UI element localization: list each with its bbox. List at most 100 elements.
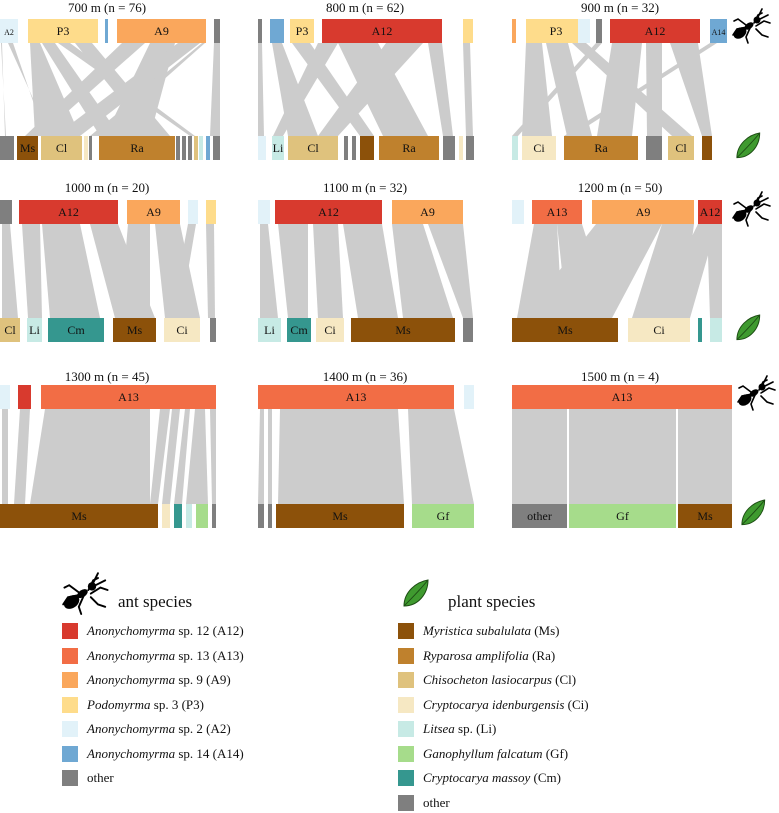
panel-title: 1500 m (n = 4) [581, 369, 659, 384]
leaf-icon [741, 499, 766, 526]
plant-node-bar [176, 136, 180, 160]
plant-node-bar [199, 136, 203, 160]
ant-node-bar [258, 200, 270, 224]
plant-node-bar [463, 318, 473, 342]
ant-node-label: P3 [296, 24, 309, 38]
ant-node-label: A9 [420, 205, 435, 219]
plant-node-bar [0, 136, 14, 160]
plant-node-bar [276, 504, 404, 528]
interaction-link [186, 409, 208, 504]
ant-node-bar [188, 200, 198, 224]
panel-title: 1100 m (n = 32) [323, 180, 407, 195]
plant-node-bar [379, 136, 439, 160]
ant-node-bar [596, 19, 602, 43]
plant-node-bar [196, 504, 208, 528]
ant-node-bar [290, 19, 314, 43]
plant-node-bar [258, 136, 266, 160]
plant-node-bar [213, 136, 220, 160]
plant-node-bar [188, 136, 192, 160]
plant-node-label: Ms [71, 509, 87, 523]
plant-node-label: Li [264, 323, 275, 337]
interaction-link [2, 409, 8, 504]
ant-node-bar [463, 19, 473, 43]
interaction-link [25, 43, 145, 136]
ant-node-bar [19, 200, 118, 224]
plant-node-label: Ci [533, 141, 545, 155]
ant-node-label: A9 [636, 205, 651, 219]
plant-node-bar [0, 318, 20, 342]
interaction-link [272, 43, 318, 136]
plant-node-bar [628, 318, 690, 342]
plant-node-bar [351, 318, 455, 342]
ant-node-bar [258, 19, 262, 43]
plant-node-bar [412, 504, 474, 528]
ant-node-bar [464, 385, 474, 409]
ant-node-bar [578, 19, 590, 43]
ant-node-bar [0, 19, 18, 43]
interaction-link [522, 43, 552, 136]
ant-node-label: A13 [118, 390, 139, 404]
interaction-link [428, 43, 453, 136]
ant-node-bar [512, 19, 516, 43]
plant-node-label: Cl [56, 141, 68, 155]
plant-node-bar [569, 504, 676, 528]
interaction-link [463, 43, 473, 136]
interaction-link [707, 224, 722, 318]
panel-title: 1300 m (n = 45) [65, 369, 150, 384]
plant-node-bar [212, 504, 216, 528]
interaction-link [22, 224, 42, 318]
ant-node-bar [270, 19, 284, 43]
interaction-link [428, 224, 473, 318]
plant-node-bar [698, 318, 702, 342]
panel-title: 1000 m (n = 20) [65, 180, 150, 195]
plant-node-bar [268, 504, 272, 528]
interaction-link [210, 409, 216, 504]
plant-node-bar [27, 318, 42, 342]
interaction-link [343, 224, 398, 318]
interaction-link [258, 409, 264, 504]
plant-node-bar [344, 136, 348, 160]
plant-node-label: Cl [307, 141, 319, 155]
plant-node-label: other [527, 509, 552, 523]
interaction-link [512, 409, 567, 504]
ant-node-bar [258, 385, 454, 409]
plant-node-bar [646, 136, 662, 160]
ant-node-label: A12 [58, 205, 79, 219]
plant-node-bar [522, 136, 556, 160]
ant-node-bar [117, 19, 206, 43]
panel-title: 700 m (n = 76) [68, 0, 146, 15]
ant-node-bar [592, 200, 694, 224]
plant-node-label: Ci [324, 323, 336, 337]
interaction-link [90, 43, 205, 136]
plant-node-bar [678, 504, 732, 528]
plant-node-bar [272, 136, 284, 160]
plant-node-bar [466, 136, 474, 160]
interaction-link [652, 224, 717, 318]
plant-node-label: Ms [557, 323, 573, 337]
plant-node-bar [288, 136, 338, 160]
ant-node-label: A12 [372, 24, 393, 38]
ant-node-label: A12 [700, 205, 721, 219]
interaction-link [210, 43, 220, 136]
interaction-link [155, 224, 200, 318]
interaction-link [338, 43, 428, 136]
plant-node-label: Ms [332, 509, 348, 523]
plant-node-bar [89, 136, 92, 160]
interaction-link [278, 224, 308, 318]
interaction-link [170, 224, 196, 318]
plant-node-bar [360, 136, 374, 160]
ant-node-bar [28, 19, 98, 43]
plant-node-bar [41, 136, 82, 160]
plant-node-bar [287, 318, 311, 342]
plant-node-bar [186, 504, 192, 528]
plant-node-bar [512, 504, 567, 528]
ant-node-bar [105, 19, 108, 43]
plant-node-label: Cl [4, 323, 16, 337]
